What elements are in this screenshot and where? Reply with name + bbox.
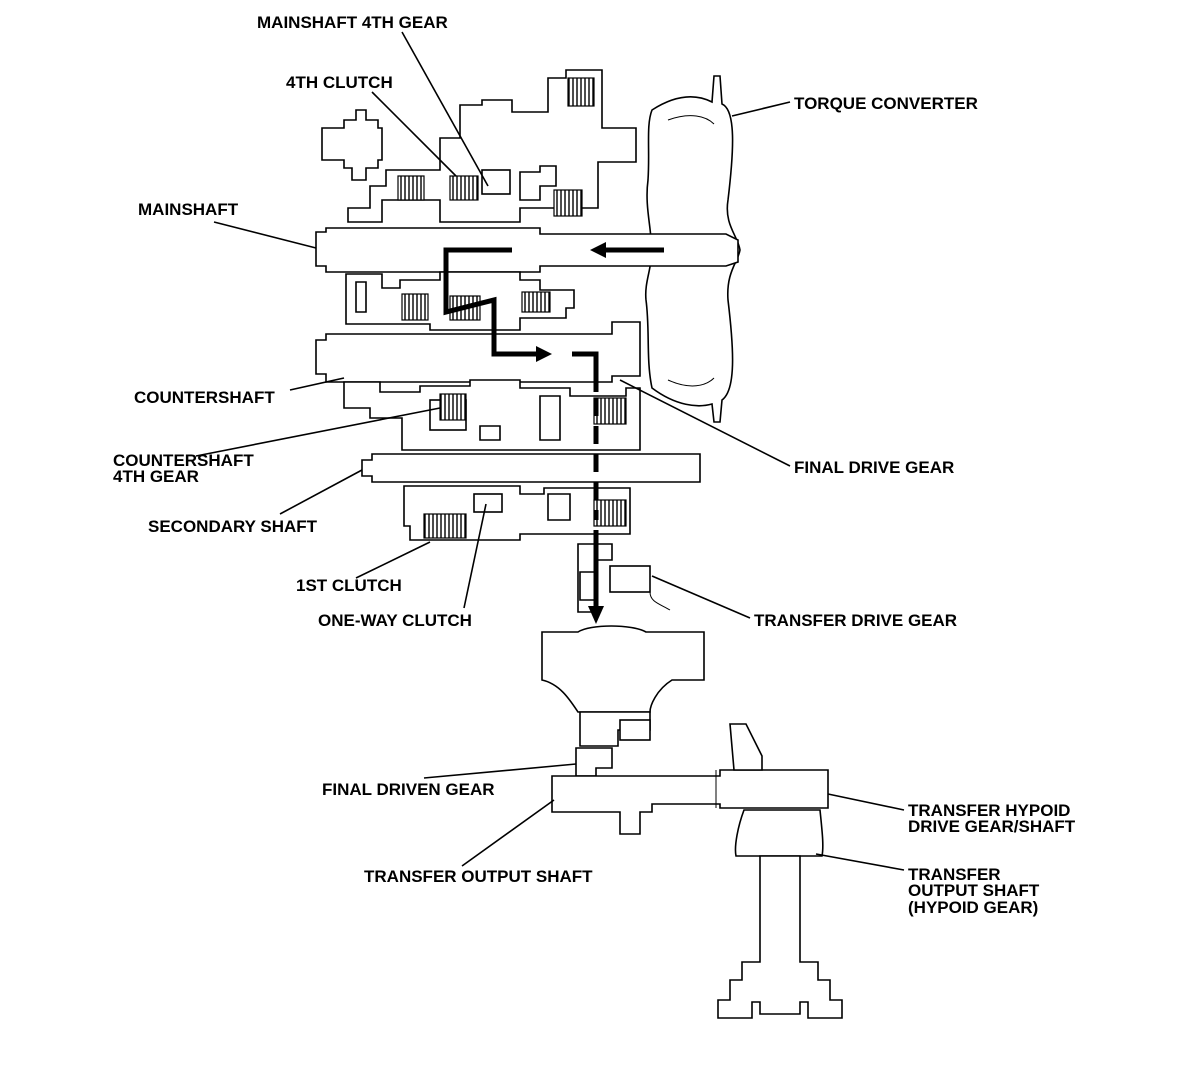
countershaft [315,321,641,383]
label-final-driven-gear: FINAL DRIVEN GEAR [322,780,495,799]
label-mainshaft: MAINSHAFT [138,200,239,219]
label-transfer-hypoid-line2: DRIVE GEAR/SHAFT [908,817,1076,836]
label-4th-clutch: 4TH CLUTCH [286,73,393,92]
label-secondary-shaft: SECONDARY SHAFT [148,517,318,536]
secondary-upper-housing [343,379,641,451]
transfer-hypoid-ring-gear [734,809,824,857]
label-transfer-output-hypoid-line2: OUTPUT SHAFT [908,881,1040,900]
label-countershaft-4th-gear-line1: COUNTERSHAFT [113,451,254,470]
label-final-drive-gear: FINAL DRIVE GEAR [794,458,954,477]
label-transfer-output-hypoid-line1: TRANSFER [908,865,1001,884]
transfer-output-shaft [551,769,829,835]
label-1st-clutch: 1ST CLUTCH [296,576,402,595]
final-driven-gear [575,747,613,777]
transfer-hypoid-drive-gear [729,723,763,771]
power-flow-path [443,242,664,624]
transfer-drive-gear-carrier [577,543,613,613]
one-way-clutch [473,493,503,513]
label-transfer-output-shaft: TRANSFER OUTPUT SHAFT [364,867,593,886]
parking-gear [321,109,383,181]
label-transfer-hypoid-line1: TRANSFER HYPOID [908,801,1070,820]
first-clutch-pack [423,513,467,539]
hypoid-output-shaft [717,855,843,1019]
label-transfer-drive-gear: TRANSFER DRIVE GEAR [754,611,957,630]
label-transfer-output-hypoid-line3: (HYPOID GEAR) [908,898,1038,917]
fourth-clutch-pack [449,175,479,201]
leader-lines [195,31,905,871]
label-torque-converter: TORQUE CONVERTER [794,94,978,113]
mainshaft [315,227,739,273]
transfer-drive-gear [609,565,651,593]
label-countershaft: COUNTERSHAFT [134,388,275,407]
secondary-shaft [361,453,701,483]
label-mainshaft-4th-gear: MAINSHAFT 4TH GEAR [257,13,448,32]
label-countershaft-4th-gear-line2: 4TH GEAR [113,467,199,486]
label-one-way-clutch: ONE-WAY CLUTCH [318,611,472,630]
differential-housing [541,625,705,713]
